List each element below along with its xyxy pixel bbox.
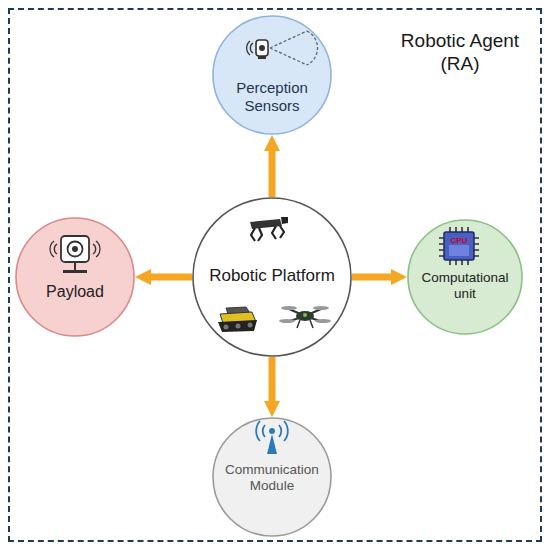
component-label: Payload bbox=[25, 282, 125, 301]
component-label: Robotic Platform bbox=[197, 266, 347, 286]
circle-shape bbox=[193, 198, 351, 356]
frame-title: Robotic Agent (RA) bbox=[380, 30, 540, 76]
component-circle: Communication Module bbox=[212, 417, 332, 537]
arrow-connector bbox=[151, 274, 192, 281]
component-circle: Perception Sensors bbox=[212, 15, 332, 135]
circle-outline bbox=[15, 217, 135, 337]
component-circle: Robotic Platform bbox=[192, 197, 352, 357]
arrow-connector bbox=[352, 274, 391, 281]
circle-outline bbox=[212, 15, 332, 135]
arrow-connector bbox=[269, 357, 276, 401]
circle-shape bbox=[213, 16, 331, 134]
chip-label: CPU bbox=[451, 236, 468, 245]
circle-shape bbox=[213, 418, 331, 536]
component-label: Computational unit bbox=[409, 270, 521, 302]
component-label: Perception Sensors bbox=[222, 79, 322, 115]
arrow-connector bbox=[269, 151, 276, 197]
component-circle: Payload bbox=[15, 217, 135, 337]
component-label: Communication Module bbox=[220, 462, 324, 494]
circle-shape bbox=[16, 218, 134, 336]
agent-frame: Robotic Agent (RA) Perception SensorsPayl… bbox=[8, 8, 542, 542]
circle-shape bbox=[408, 220, 522, 334]
